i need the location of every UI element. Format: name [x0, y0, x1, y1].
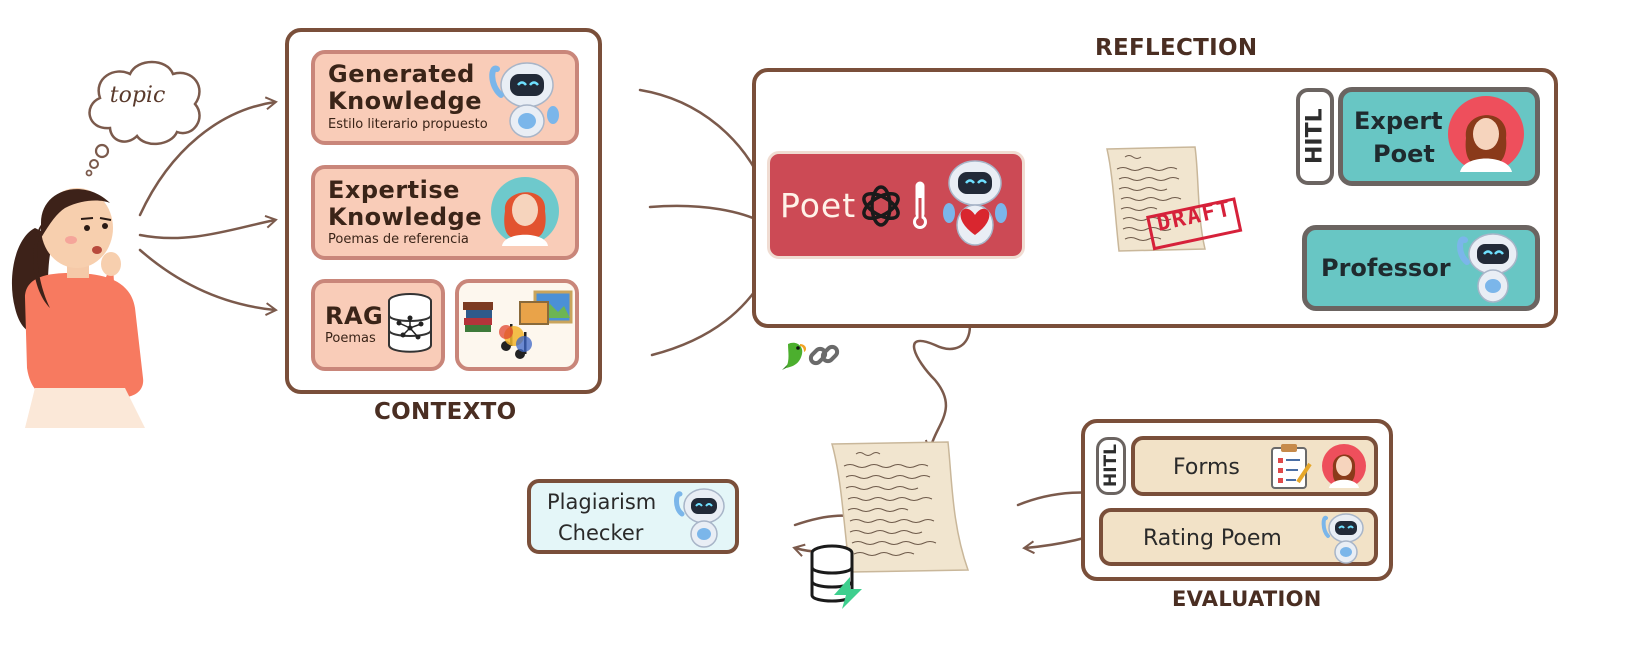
woman-avatar-icon-forms — [1322, 444, 1366, 488]
thought-text: topic — [109, 82, 166, 108]
reflection-title: REFLECTION — [1095, 35, 1258, 61]
arrow-woman-to-generated — [138, 96, 278, 217]
arrow-generated-to-poet — [638, 88, 769, 193]
expert-poet-line1: Expert — [1354, 107, 1443, 135]
parrot-icon — [782, 342, 807, 370]
robot-icon-professor — [1457, 233, 1518, 303]
expertise-title-line1: Expertise — [328, 176, 460, 204]
forms-label: Forms — [1173, 455, 1240, 480]
openai-logo-icon — [862, 185, 900, 227]
hitl-label-reflection: HITL — [1296, 88, 1334, 185]
rag-subtitle: Poemas — [325, 331, 376, 346]
robot-icon-rating — [1321, 513, 1364, 564]
hitl-label-evaluation: HITL — [1096, 437, 1126, 495]
evaluation-title: EVALUATION — [1172, 587, 1322, 611]
plagiarism-line2: Checker — [558, 521, 644, 545]
thought-cloud-icon — [85, 60, 201, 177]
chain-link-icon — [808, 344, 840, 366]
books-music-images-icon — [463, 290, 573, 359]
thermometer-icon — [913, 181, 927, 229]
robot-icon-plagiarism — [674, 488, 725, 548]
paper-final-icon — [831, 441, 970, 573]
woman-avatar-icon — [491, 177, 559, 246]
rag-title: RAG — [325, 302, 384, 330]
clipboard-icon — [1271, 444, 1312, 489]
generated-title-line1: Generated — [328, 60, 475, 88]
contexto-title: CONTEXTO — [374, 399, 517, 425]
arrow-woman-to-rag — [138, 248, 278, 316]
database-network-icon — [388, 293, 432, 353]
generated-title-line2: Knowledge — [328, 87, 482, 115]
arrow-woman-to-expertise — [138, 214, 278, 240]
poet-label: Poet — [780, 186, 857, 225]
paper-draft-icon — [1106, 146, 1243, 252]
flash-icon — [834, 577, 862, 609]
rating-poem-card: Rating Poem — [1099, 508, 1378, 566]
robot-icon — [489, 62, 559, 138]
woman-thinking-icon — [11, 188, 145, 428]
expert-poet-line2: Poet — [1373, 140, 1435, 168]
robot-heart-icon — [943, 160, 1007, 246]
expertise-subtitle: Poemas de referencia — [328, 232, 469, 247]
woman-avatar-icon-expert — [1448, 96, 1524, 172]
arrow-poet-to-final — [912, 288, 972, 453]
rating-poem-label: Rating Poem — [1143, 526, 1282, 551]
plagiarism-line1: Plagiarism — [547, 490, 657, 514]
generated-subtitle: Estilo literario propuesto — [328, 117, 488, 132]
professor-label: Professor — [1321, 254, 1451, 282]
expertise-title-line2: Knowledge — [328, 203, 482, 231]
